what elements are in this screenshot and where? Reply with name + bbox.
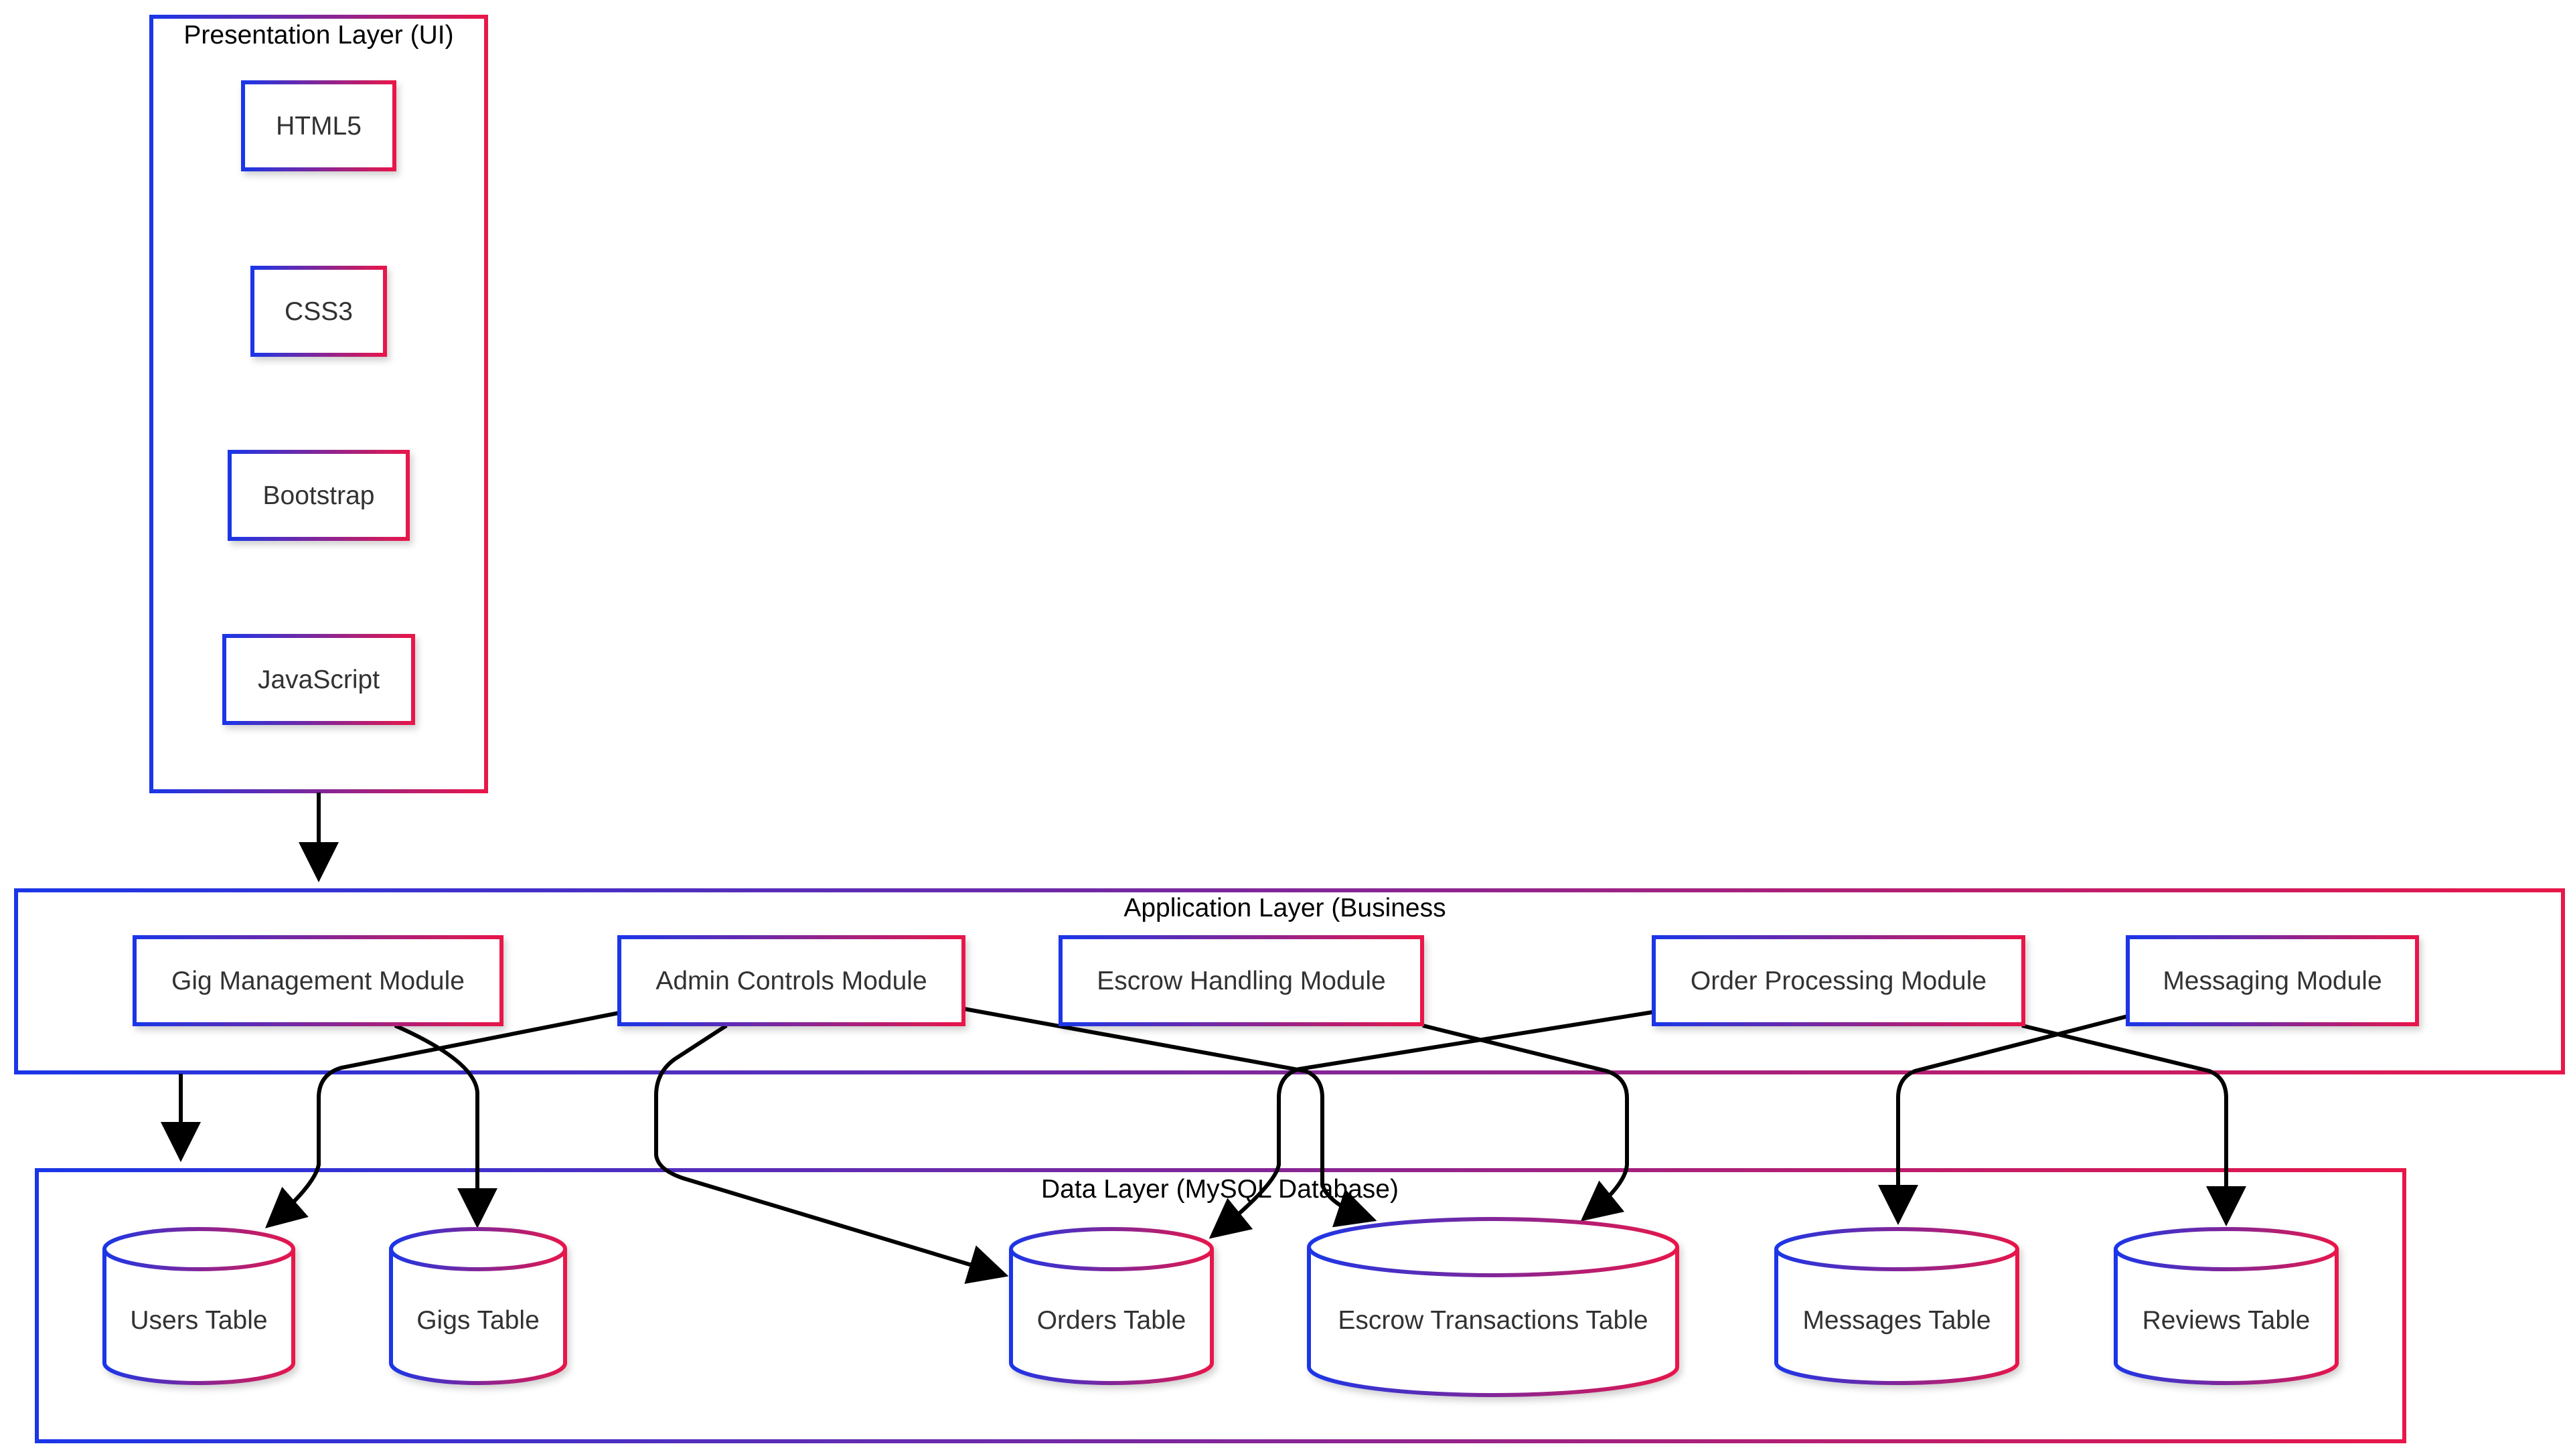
node-escrow-handling-module: Escrow Handling Module	[1059, 935, 1424, 1026]
node-admin-controls-module: Admin Controls Module	[617, 935, 965, 1026]
node-escrow-transactions-table-label: Escrow Transactions Table	[1338, 1306, 1648, 1335]
edge-messaging-to-messages-table	[1878, 1014, 2128, 1225]
node-users-table-label: Users Table	[130, 1306, 267, 1335]
node-reviews-table: Reviews Table	[2114, 1227, 2339, 1385]
node-order-processing-module-label: Order Processing Module	[1691, 967, 1986, 995]
node-escrow-transactions-table: Escrow Transactions Table	[1307, 1217, 1679, 1397]
node-orders-table-label: Orders Table	[1037, 1306, 1186, 1335]
node-order-processing-module: Order Processing Module	[1652, 935, 2025, 1026]
node-gigs-table-label: Gigs Table	[416, 1306, 540, 1335]
node-gig-management-module: Gig Management Module	[133, 935, 503, 1026]
application-layer-title: Application Layer (Business	[1123, 894, 1446, 922]
edge-gig-management-to-gigs-table	[394, 1024, 497, 1228]
node-orders-table: Orders Table	[1009, 1227, 1214, 1385]
node-gigs-table: Gigs Table	[389, 1227, 567, 1385]
presentation-nodes: HTML5 CSS3 Bootstrap JavaScript	[222, 80, 415, 725]
data-nodes: Users Table Gigs Table Orders Table Escr…	[102, 1217, 2339, 1397]
node-css3-label: CSS3	[285, 297, 353, 326]
node-messaging-module: Messaging Module	[2126, 935, 2419, 1026]
edge-order-processing-to-reviews-table	[2021, 1024, 2246, 1226]
node-bootstrap-label: Bootstrap	[263, 481, 375, 510]
data-layer-title: Data Layer (MySQL Database)	[1041, 1175, 1399, 1204]
edge-admin-controls-to-orders-table	[654, 1024, 1009, 1284]
edge-escrow-handling-to-escrow-transactions-table	[1422, 1024, 1629, 1222]
presentation-layer-title: Presentation Layer (UI)	[183, 21, 453, 50]
node-html5-label: HTML5	[276, 112, 362, 141]
node-bootstrap: Bootstrap	[228, 450, 410, 541]
node-escrow-handling-module-label: Escrow Handling Module	[1097, 967, 1385, 995]
node-messaging-module-label: Messaging Module	[2163, 967, 2382, 995]
node-messages-table: Messages Table	[1774, 1227, 2019, 1385]
node-admin-controls-module-label: Admin Controls Module	[655, 967, 927, 995]
node-reviews-table-label: Reviews Table	[2142, 1306, 2311, 1335]
node-javascript-label: JavaScript	[258, 665, 380, 694]
node-users-table: Users Table	[102, 1227, 295, 1385]
application-nodes: Gig Management Module Admin Controls Mod…	[133, 935, 2419, 1026]
edge-admin-controls-to-users-table	[264, 1011, 620, 1228]
node-gig-management-module-label: Gig Management Module	[171, 967, 465, 995]
node-css3: CSS3	[250, 266, 387, 357]
edges	[161, 793, 2246, 1284]
node-messages-table-label: Messages Table	[1802, 1306, 1991, 1335]
node-javascript: JavaScript	[222, 634, 415, 725]
edge-order-processing-to-orders-table	[1209, 1010, 1653, 1239]
node-html5: HTML5	[241, 80, 396, 171]
edge-admin-controls-to-escrow-transactions-table	[963, 1007, 1377, 1228]
